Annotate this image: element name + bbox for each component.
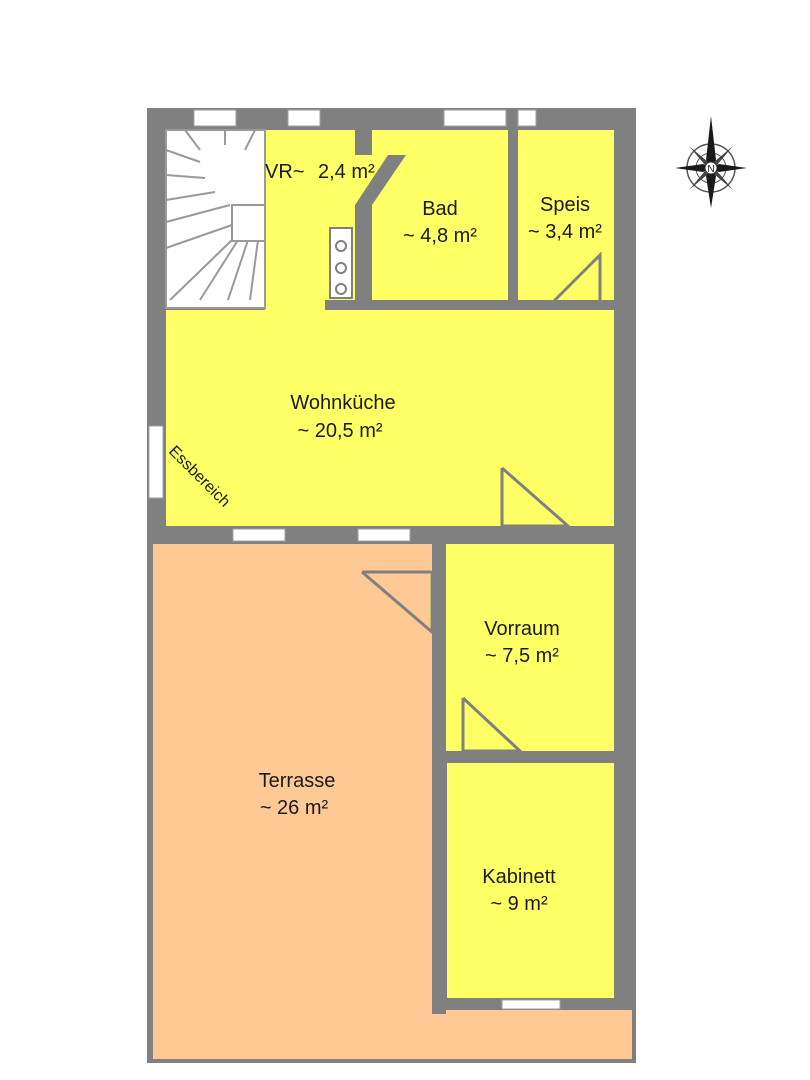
room-kabinett	[447, 763, 614, 998]
label-kabinett-area: ~ 9 m²	[490, 893, 548, 915]
wall-vertical-terrace	[432, 544, 446, 1014]
label-wohnkueche-area: ~ 20,5 m²	[297, 420, 382, 442]
terrace-area	[153, 544, 432, 1059]
room-vr	[265, 130, 388, 300]
window-mid-2	[357, 528, 411, 542]
room-speis	[518, 130, 614, 300]
label-vr-area: 2,4 m²	[318, 161, 375, 183]
door-speis	[546, 251, 602, 309]
door-kabinett	[461, 696, 524, 753]
label-kabinett-name: Kabinett	[482, 866, 556, 888]
room-vorraum	[445, 544, 614, 751]
wall-vr-bad-top	[355, 130, 372, 155]
wall-vorraum-kabinett	[446, 751, 614, 763]
label-wohnkueche-name: Wohnküche	[290, 392, 395, 414]
room-vr-lower	[265, 212, 325, 312]
label-speis-area: ~ 3,4 m²	[528, 221, 602, 243]
door-vorraum-top	[500, 466, 572, 528]
label-vorraum-name: Vorraum	[484, 618, 560, 640]
window-top-4	[517, 109, 537, 127]
compass-rose-icon: N	[675, 116, 747, 208]
staircase	[165, 129, 266, 309]
window-mid-1	[232, 528, 286, 542]
label-speis-name: Speis	[540, 194, 590, 216]
window-top-2	[287, 109, 321, 127]
wall-upper-rooms-bottom	[325, 300, 614, 310]
label-terrasse-area: ~ 26 m²	[260, 797, 329, 819]
stove	[329, 227, 353, 299]
room-bad	[372, 130, 508, 300]
door-terrace	[361, 570, 434, 636]
compass-north-label: N	[707, 164, 714, 175]
room-wohnkueche	[166, 310, 614, 526]
label-bad-area: ~ 4,8 m²	[403, 225, 477, 247]
terrace-area-bottom	[430, 1010, 632, 1059]
window-top-3	[443, 109, 507, 127]
wall-bad-speis	[508, 130, 518, 300]
label-bad-name: Bad	[422, 198, 458, 220]
window-top-1	[193, 109, 237, 127]
label-vorraum-area: ~ 7,5 m²	[485, 645, 559, 667]
window-left-essbereich	[148, 425, 164, 499]
window-kabinett	[501, 999, 561, 1010]
label-terrasse-name: Terrasse	[259, 770, 336, 792]
label-vr-name: VR~	[265, 161, 304, 183]
